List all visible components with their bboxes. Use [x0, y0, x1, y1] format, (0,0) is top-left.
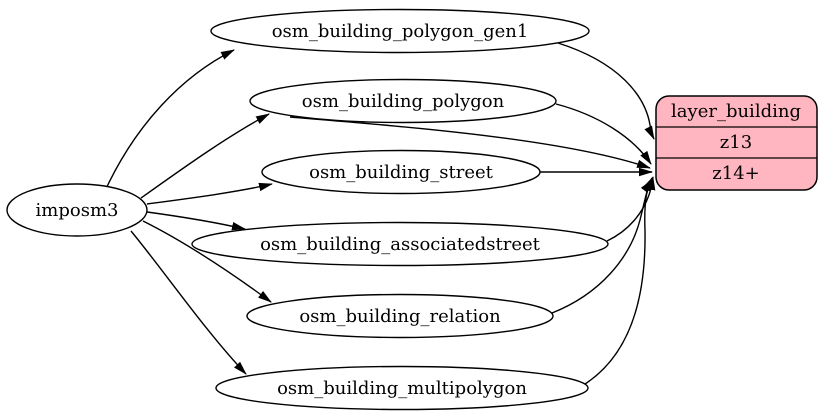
edge-imposm3-to-osm_building_street — [146, 182, 273, 205]
edge-osm_building_polygon_gen1-to-layer_building-z13 — [557, 42, 655, 140]
edge-imposm3-to-osm_building_multipolygon — [130, 230, 247, 375]
edge-imposm3-to-osm_building_relation — [142, 220, 272, 303]
layer_building-record-box — [655, 95, 818, 191]
node-osm_building_associatedstreet — [191, 221, 609, 267]
edge-osm_building_polygon-to-layer_building-z14-a — [555, 103, 652, 165]
node-imposm3 — [6, 183, 148, 237]
node-osm_building_polygon_gen1 — [210, 8, 590, 54]
edge-imposm3-to-osm_building_polygon_gen1 — [103, 49, 235, 194]
edges-group — [103, 42, 656, 385]
node-osm_building_polygon — [249, 78, 557, 124]
edge-imposm3-to-osm_building_polygon — [140, 113, 270, 199]
node-osm_building_relation — [246, 293, 554, 339]
node-osm_building_multipolygon — [215, 365, 589, 411]
nodes-group — [6, 8, 818, 411]
node-osm_building_street — [261, 149, 541, 195]
edge-osm_building_multipolygon-to-layer_building-z14 — [584, 179, 653, 385]
node-layer_building — [655, 95, 818, 191]
edge-osm_building_associatedstreet-to-layer_building-z14 — [606, 176, 656, 242]
edge-imposm3-to-osm_building_associatedstreet — [146, 211, 246, 231]
